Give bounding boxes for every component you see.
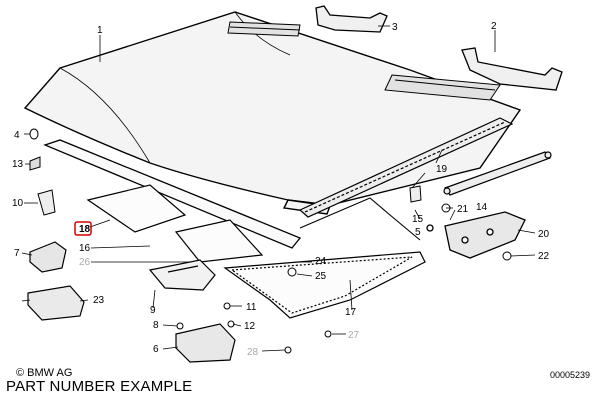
callout-17: 17	[345, 307, 357, 318]
hood-seal-19	[298, 117, 514, 218]
lock-6	[175, 323, 236, 363]
hood-hinge-bar	[43, 139, 302, 249]
callout-27: 27	[348, 330, 360, 341]
callout-22: 22	[538, 251, 550, 262]
document-number: 00005239	[549, 370, 590, 380]
callout-18-highlight-box	[74, 221, 92, 236]
leader-lines	[21, 25, 536, 352]
callout-13: 13	[12, 159, 24, 170]
molding-3	[315, 5, 388, 33]
callout-26: 26	[79, 257, 91, 268]
callout-18: 18	[79, 224, 91, 235]
bracket-9	[148, 259, 216, 291]
callout-2: 2	[491, 21, 497, 32]
hood-vents	[227, 21, 501, 101]
sound-deadener-frame	[299, 197, 421, 241]
callout-23: 23	[93, 295, 105, 306]
callout-8: 8	[153, 320, 159, 331]
fasteners	[29, 128, 512, 354]
callout-11: 11	[246, 302, 257, 313]
callout-12: 12	[244, 321, 256, 332]
callout-1: 1	[97, 25, 103, 36]
callout-15: 15	[412, 214, 424, 225]
callout-10: 10	[12, 198, 24, 209]
callout-3: 3	[392, 22, 398, 33]
copyright-notice: © BMW AG	[16, 367, 73, 379]
callout-5: 5	[415, 227, 421, 238]
callout-4: 4	[14, 130, 20, 141]
callout-24: 24	[315, 256, 327, 267]
callout-21: 21	[457, 204, 469, 215]
lock-7	[29, 241, 67, 273]
callout-7: 7	[14, 248, 20, 259]
callout-labels: 1 2 3 4 5 6 7 8 9 10 11 12 13 14 15 16 1…	[12, 21, 550, 358]
hinge-20	[426, 211, 526, 259]
callout-19: 19	[436, 164, 448, 175]
insulation-pads	[86, 184, 426, 319]
callout-25: 25	[315, 271, 327, 282]
grille-trim-2	[461, 47, 563, 91]
caption-text: PART NUMBER EXAMPLE	[6, 378, 193, 395]
callout-16: 16	[79, 243, 91, 254]
callout-20: 20	[538, 229, 550, 240]
release-handle-23	[27, 285, 85, 321]
gas-strut-14	[443, 151, 552, 196]
callout-9: 9	[150, 305, 156, 316]
hood-panel	[23, 11, 522, 215]
callout-14: 14	[476, 202, 488, 213]
callout-28: 28	[247, 347, 259, 358]
callout-6: 6	[153, 344, 159, 355]
